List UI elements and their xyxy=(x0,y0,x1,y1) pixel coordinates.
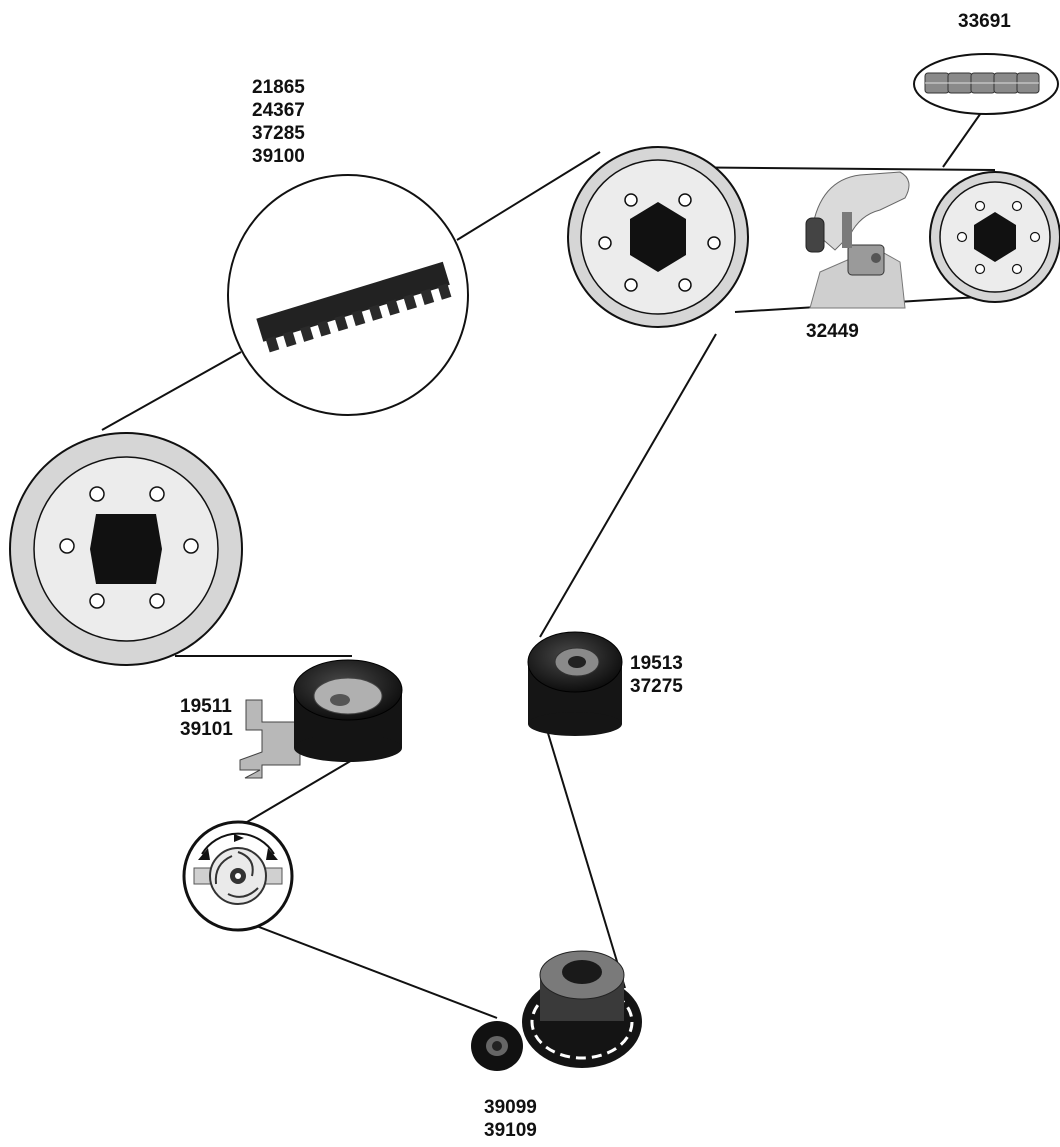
part-number: 39099 xyxy=(484,1097,537,1118)
belt-callout xyxy=(227,174,469,416)
chain-tensioner-image xyxy=(805,171,910,309)
belt-part-numbers: 21865 24367 37285 39100 xyxy=(252,76,305,168)
chain-callout xyxy=(913,53,1059,115)
part-number: 19513 xyxy=(630,653,683,674)
belt-segment xyxy=(456,151,601,241)
chain-part-numbers: 33691 xyxy=(958,10,1011,33)
part-number: 37275 xyxy=(630,676,683,697)
belt-segment xyxy=(539,333,717,638)
camshaft-sprocket-right xyxy=(929,171,1060,303)
hex-hub-icon xyxy=(90,514,162,584)
chain-links-icon xyxy=(924,72,1040,94)
crankshaft-sprocket-image xyxy=(471,950,642,1071)
part-number: 24367 xyxy=(252,100,305,121)
chain-tensioner-part-numbers: 32449 xyxy=(806,320,859,343)
part-number: 39109 xyxy=(484,1120,537,1141)
tensioner-pulley-part-numbers: 19511 39101 xyxy=(180,695,233,741)
idler-pulley-part-numbers: 19513 37275 xyxy=(630,652,683,698)
part-number: 21865 xyxy=(252,77,305,98)
crankshaft-sprocket-part-numbers: 39099 39109 xyxy=(484,1096,537,1142)
idler-pulley-image xyxy=(527,631,623,736)
part-number: 39101 xyxy=(180,719,233,740)
belt-segment xyxy=(540,709,626,989)
part-number: 33691 xyxy=(958,11,1011,32)
camshaft-pulley-middle xyxy=(567,146,749,328)
part-number: 19511 xyxy=(180,696,232,717)
camshaft-pulley-left xyxy=(9,432,243,666)
hex-hub-icon xyxy=(974,212,1016,262)
water-pump-icon xyxy=(182,820,294,932)
part-number: 39100 xyxy=(252,146,305,167)
part-number: 32449 xyxy=(806,321,859,342)
belt-segment xyxy=(101,351,242,431)
hex-hub-icon xyxy=(630,202,686,272)
callout-leader xyxy=(942,109,984,168)
tensioner-pulley-image xyxy=(239,659,403,779)
belt-segment xyxy=(224,913,498,1019)
part-number: 37285 xyxy=(252,123,305,144)
